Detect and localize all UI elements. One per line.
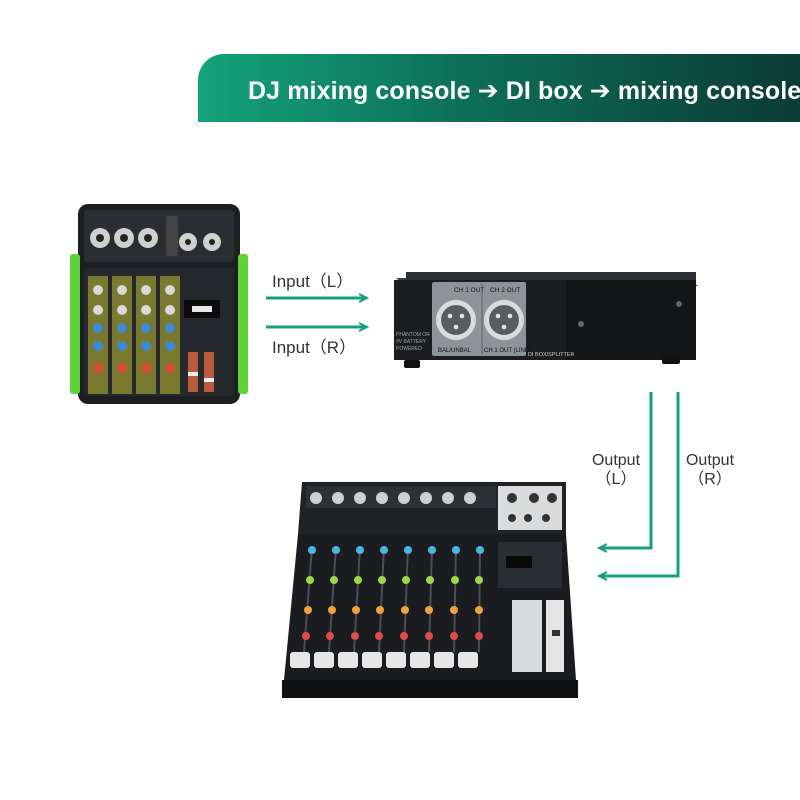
ch1-out-label: CH 1 OUT xyxy=(454,287,484,294)
model-label: DI BOX/SPLITTER xyxy=(528,352,574,358)
phantom-line2: 9V BATTERY xyxy=(396,339,427,345)
output-r-line2: （R） xyxy=(688,471,732,488)
output-l-label: Output （L） xyxy=(584,451,648,489)
output-l-line2: （L） xyxy=(595,471,637,488)
banner-title: DJ mixing console ➔ DI box ➔ mixing cons… xyxy=(248,77,800,105)
di-box-image: CH 1 OUT CH 2 OUT BAL/UNBAL CH 1 OUT (LI… xyxy=(394,272,698,368)
phantom-line3: POWERED xyxy=(396,346,422,352)
mixing-console-image xyxy=(282,482,578,698)
bal-unbal-label: BAL/UNBAL xyxy=(438,348,472,354)
input-r-label: Input（R） xyxy=(272,338,357,357)
link-label: CH 1 OUT (LINK) xyxy=(484,348,531,354)
dj-mixer-image xyxy=(70,204,248,404)
output-l-line1: Output xyxy=(591,452,641,469)
output-r-label: Output （R） xyxy=(678,451,742,489)
title-banner: DJ mixing console ➔ DI box ➔ mixing cons… xyxy=(198,54,800,122)
ch2-out-label: CH 2 OUT xyxy=(490,287,520,294)
output-r-line1: Output xyxy=(685,452,735,469)
phantom-line1: PHANTOM OR xyxy=(396,332,430,338)
input-l-label: Input（L） xyxy=(272,272,354,291)
